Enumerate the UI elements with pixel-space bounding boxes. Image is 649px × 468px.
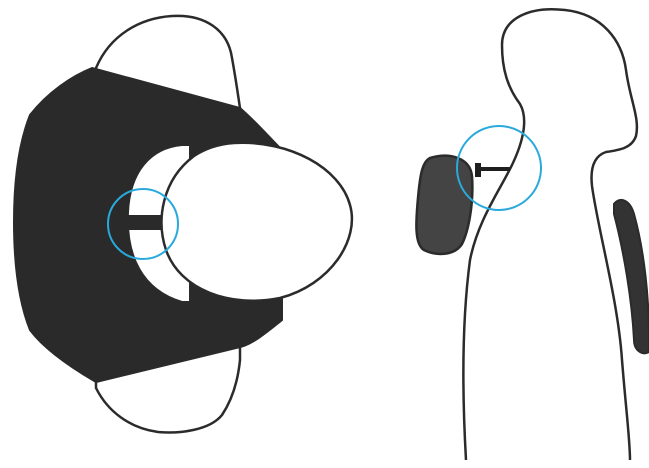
connector-rod-icon (480, 167, 510, 171)
side-view (416, 9, 649, 460)
top-view (14, 16, 352, 433)
connector-post-icon (475, 163, 481, 177)
headrest-pad-icon (416, 156, 472, 254)
torso-silhouette-icon (463, 9, 637, 460)
head-outline-icon (162, 143, 352, 301)
